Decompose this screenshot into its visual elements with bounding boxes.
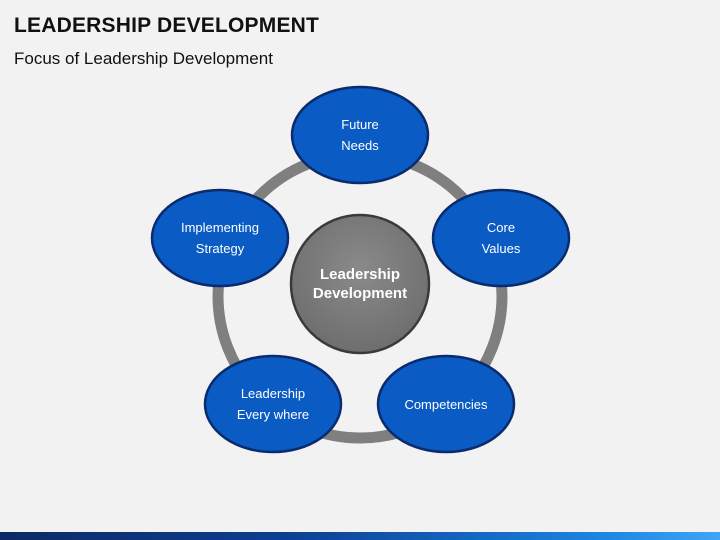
footer-accent-bar	[0, 532, 720, 540]
slide-subtitle: Focus of Leadership Development	[14, 49, 273, 68]
node-future-needs	[290, 85, 430, 185]
node-leadership-everywhere	[203, 354, 343, 454]
node-implementing-strategy	[150, 188, 290, 288]
center-circle	[289, 213, 431, 355]
node-core-values	[431, 188, 571, 288]
center-label: Leadership Development	[312, 266, 408, 302]
node-competencies	[376, 354, 516, 454]
slide-title: LEADERSHIP DEVELOPMENT	[14, 14, 320, 37]
